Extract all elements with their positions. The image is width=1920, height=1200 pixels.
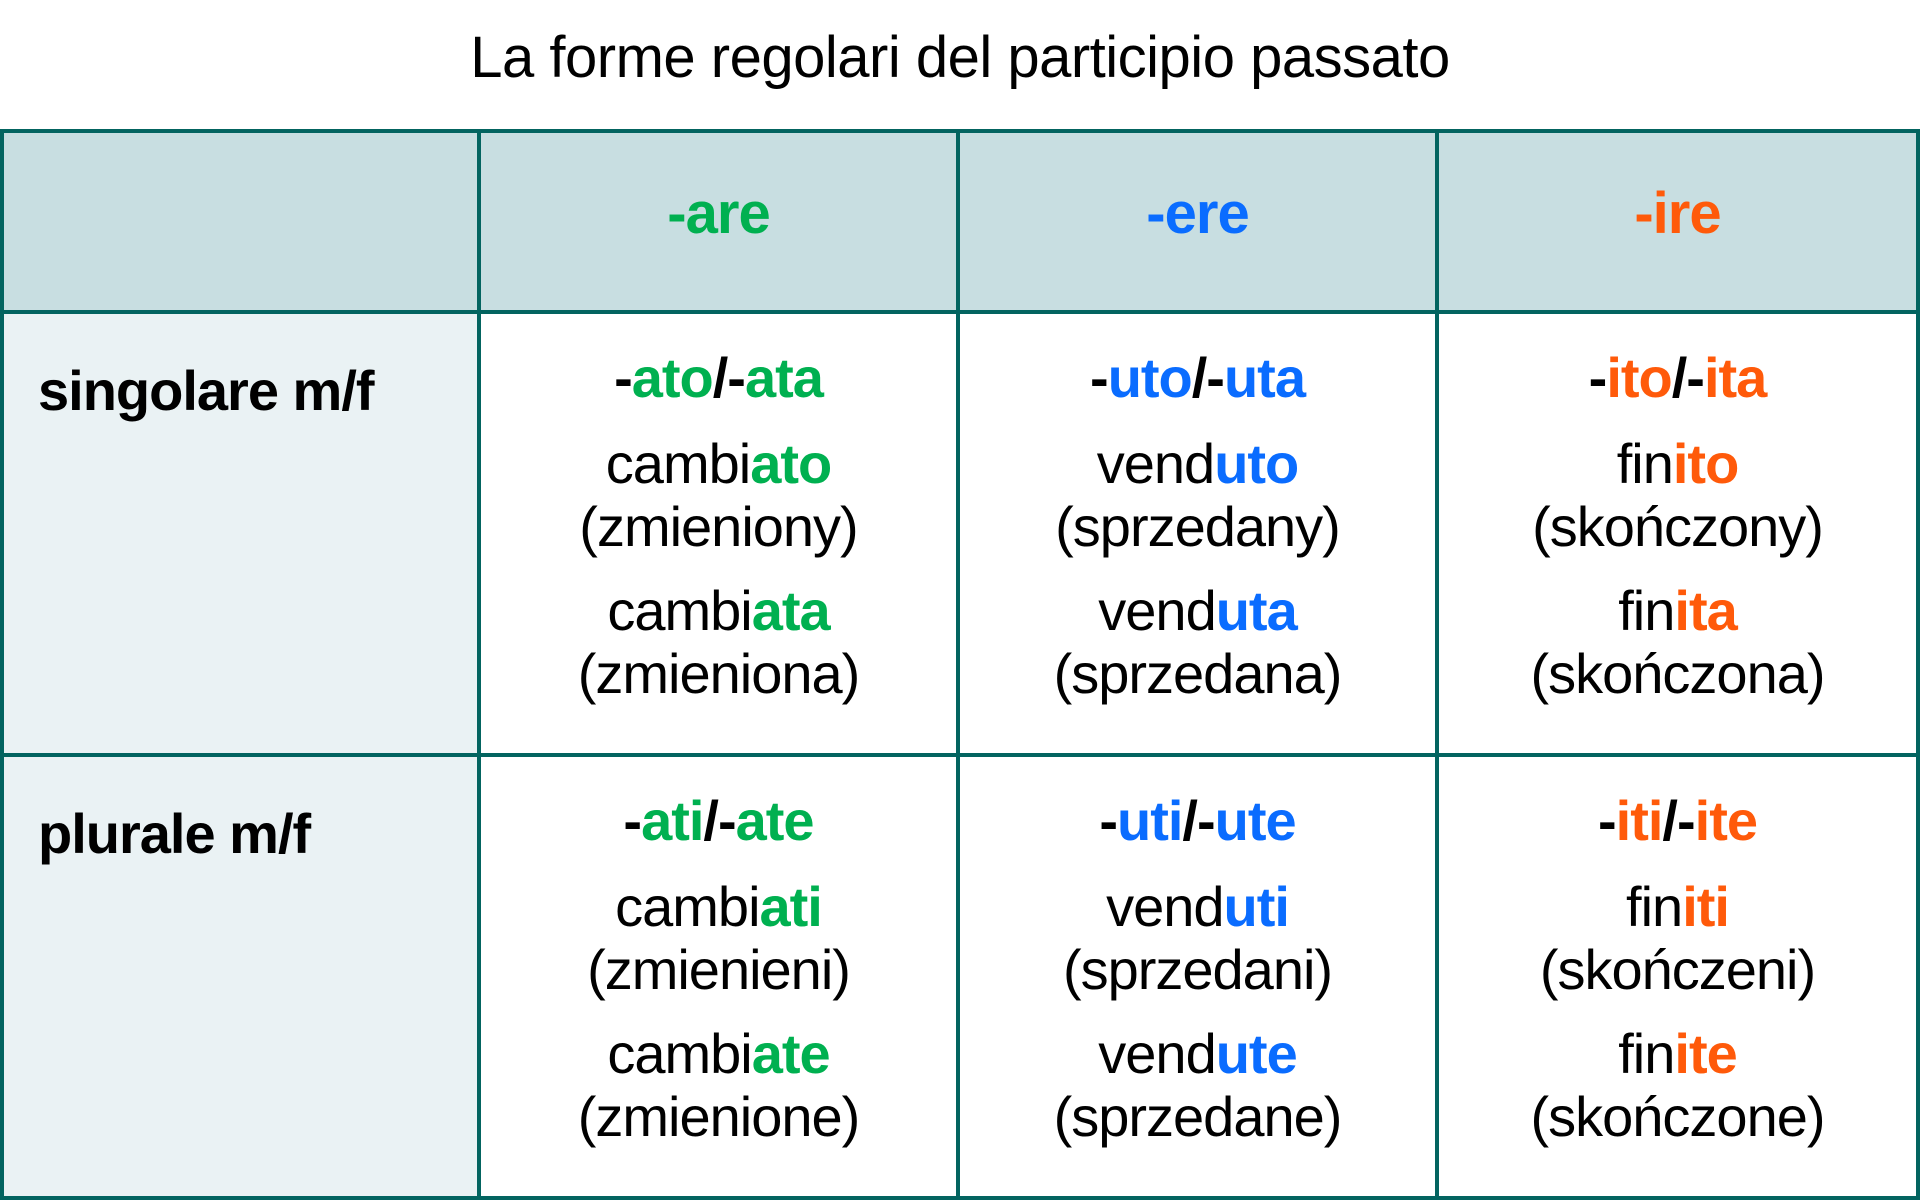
example-masc: venduti (sprzedani) <box>960 875 1435 1001</box>
row-label-plural: plurale m/f <box>38 802 311 865</box>
example-translation: (skończeni) <box>1539 938 1816 1001</box>
example-masc: finiti (skończeni) <box>1439 875 1916 1001</box>
row-label-cell-singular: singolare m/f <box>0 310 481 757</box>
pattern-separator: /- <box>712 346 746 409</box>
pattern-suffix-masc: iti <box>1615 789 1664 852</box>
example-translation: (sprzedany) <box>1055 495 1341 558</box>
pattern-singular-ere: -uto/-uta <box>960 342 1435 414</box>
example-ending: uti <box>1223 875 1290 938</box>
example-stem: fin <box>1626 875 1683 938</box>
header-label-are: -are <box>667 181 770 246</box>
example-ending: uto <box>1214 432 1299 495</box>
example-stem: vend <box>1096 432 1215 495</box>
pattern-separator: /- <box>1662 789 1695 852</box>
example-ending: ute <box>1215 1022 1298 1085</box>
pattern-separator: /- <box>1182 789 1215 852</box>
pattern-suffix-masc: uti <box>1117 789 1183 852</box>
example-translation: (zmieniony) <box>579 495 858 558</box>
row-label-singular: singolare m/f <box>38 359 375 422</box>
example-fem: venduta (sprzedana) <box>960 579 1435 705</box>
pattern-suffix-fem: ata <box>744 346 824 409</box>
header-cell-are: -are <box>477 129 960 314</box>
header-cell-ere: -ere <box>956 129 1439 314</box>
example-fem: cambiate (zmienione) <box>481 1022 956 1148</box>
example-translation: (zmienieni) <box>587 938 851 1001</box>
example-stem: fin <box>1618 1022 1675 1085</box>
example-ending: iti <box>1682 875 1730 938</box>
example-stem: vend <box>1098 579 1216 642</box>
pattern-suffix-fem: ate <box>735 789 815 852</box>
example-stem: cambi <box>615 875 760 938</box>
header-label-ere: -ere <box>1146 181 1249 246</box>
pattern-dash: - <box>1588 346 1608 409</box>
example-translation: (sprzedana) <box>1053 642 1343 705</box>
participle-table: -are -ere -ire singolare m/f -ato/-ata c… <box>0 129 1920 1200</box>
example-stem: vend <box>1098 1022 1216 1085</box>
cell-plural-are: -ati/-ate cambiati (zmienieni) cambiate … <box>477 753 960 1200</box>
pattern-plural-are: -ati/-ate <box>481 785 956 857</box>
pattern-suffix-masc: ito <box>1606 346 1672 409</box>
cell-plural-ire: -iti/-ite finiti (skończeni) finite (sko… <box>1435 753 1920 1200</box>
example-ending: ata <box>751 579 831 642</box>
example-stem: vend <box>1106 875 1224 938</box>
pattern-plural-ire: -iti/-ite <box>1439 785 1916 857</box>
example-stem: cambi <box>607 1022 752 1085</box>
example-fem: vendute (sprzedane) <box>960 1022 1435 1148</box>
example-stem: cambi <box>607 579 752 642</box>
example-stem: fin <box>1616 432 1674 495</box>
example-stem: cambi <box>605 432 751 495</box>
example-translation: (zmieniona) <box>577 642 861 705</box>
cell-singular-ere: -uto/-uta venduto (sprzedany) venduta (s… <box>956 310 1439 757</box>
example-masc: cambiati (zmienieni) <box>481 875 956 1001</box>
example-fem: cambiata (zmieniona) <box>481 579 956 705</box>
pattern-singular-are: -ato/-ata <box>481 342 956 414</box>
example-ending: ati <box>759 875 823 938</box>
pattern-plural-ere: -uti/-ute <box>960 785 1435 857</box>
pattern-separator: /- <box>1671 346 1705 409</box>
example-masc: finito (skończony) <box>1439 432 1916 558</box>
cell-singular-ire: -ito/-ita finito (skończony) finita (sko… <box>1435 310 1920 757</box>
pattern-suffix-masc: uto <box>1107 346 1193 409</box>
example-masc: cambiato (zmieniony) <box>481 432 956 558</box>
pattern-dash: - <box>1099 789 1118 852</box>
pattern-suffix-fem: ita <box>1703 346 1767 409</box>
pattern-dash: - <box>623 789 642 852</box>
example-ending: uta <box>1215 579 1298 642</box>
pattern-dash: - <box>1598 789 1617 852</box>
example-fem: finita (skończona) <box>1439 579 1916 705</box>
page-title: La forme regolari del participio passato <box>470 25 1450 90</box>
example-translation: (skończony) <box>1532 495 1824 558</box>
example-translation: (skończona) <box>1530 642 1825 705</box>
example-ending: ato <box>750 432 832 495</box>
pattern-suffix-fem: ute <box>1214 789 1297 852</box>
example-fem: finite (skończone) <box>1439 1022 1916 1148</box>
example-ending: ite <box>1674 1022 1737 1085</box>
pattern-separator: /- <box>1191 346 1225 409</box>
example-ending: ita <box>1674 579 1737 642</box>
pattern-singular-ire: -ito/-ita <box>1439 342 1916 414</box>
example-translation: (sprzedani) <box>1062 938 1333 1001</box>
cell-singular-are: -ato/-ata cambiato (zmieniony) cambiata … <box>477 310 960 757</box>
pattern-dash: - <box>1090 346 1109 409</box>
pattern-separator: /- <box>703 789 736 852</box>
row-label-cell-plural: plurale m/f <box>0 753 481 1200</box>
pattern-suffix-masc: ato <box>631 346 714 409</box>
pattern-suffix-fem: ite <box>1694 789 1758 852</box>
pattern-suffix-fem: uta <box>1223 346 1306 409</box>
header-corner-cell <box>0 129 481 314</box>
pattern-dash: - <box>614 346 633 409</box>
example-translation: (skończone) <box>1530 1085 1825 1148</box>
cell-plural-ere: -uti/-ute venduti (sprzedani) vendute (s… <box>956 753 1439 1200</box>
example-masc: venduto (sprzedany) <box>960 432 1435 558</box>
pattern-suffix-masc: ati <box>641 789 704 852</box>
header-label-ire: -ire <box>1634 181 1721 246</box>
example-translation: (sprzedane) <box>1053 1085 1343 1148</box>
example-ending: ito <box>1672 432 1739 495</box>
example-ending: ate <box>751 1022 831 1085</box>
header-cell-ire: -ire <box>1435 129 1920 314</box>
example-stem: fin <box>1618 579 1675 642</box>
example-translation: (zmienione) <box>577 1085 861 1148</box>
